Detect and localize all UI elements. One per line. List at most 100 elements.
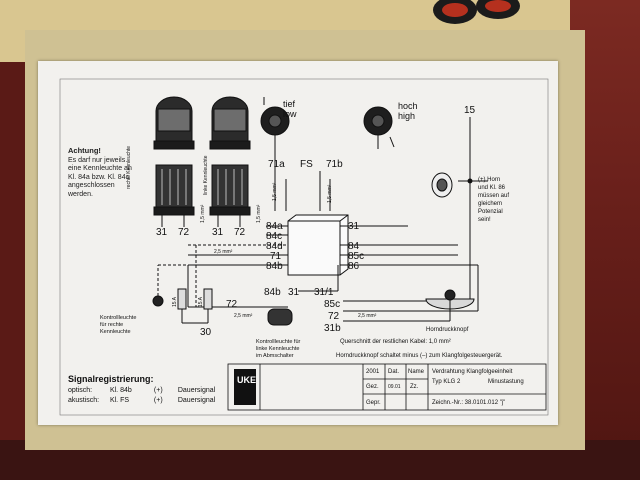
tb-name: Name (408, 369, 425, 375)
beacon-lamp-right-top (153, 96, 195, 150)
terminal-72-lower: 72 (328, 311, 340, 322)
fuse-label-2: 15 A (198, 296, 204, 307)
terminal-84c: 84c (266, 231, 282, 242)
lamp-terminal-1: 31 (156, 227, 168, 238)
terminal-85c-lower: 85c (324, 299, 340, 310)
beacon-lamp-left-top (209, 96, 251, 150)
terminal-72-left: 72 (226, 299, 238, 310)
terminal-71a: 71a (268, 159, 285, 170)
svg-text:UKE: UKE (237, 375, 256, 385)
terminal-31-1: 31/1 (314, 287, 334, 298)
lamp-label-right: rechte Kennleuchte (126, 146, 132, 189)
horn-low-label-en: low (283, 109, 297, 119)
ctrl-left-3: im Abmschalter (256, 353, 294, 359)
uke-logo: UKE (234, 369, 256, 405)
beacon-lamp-left-bottom (209, 164, 251, 216)
signal-type: Dauersignal (177, 387, 216, 394)
ctrl-right-2: für rechte (100, 322, 123, 328)
horn-note-3: müssen auf (478, 193, 509, 199)
switch-note: Horndruckknopf schaltet minus (–) zum Kl… (336, 353, 503, 359)
scissors-handle (433, 0, 520, 24)
terminal-86: 86 (348, 261, 360, 272)
lamp-terminal-3: 31 (212, 227, 224, 238)
horn-note-2: und Kl. 86 (478, 185, 506, 191)
terminal-84: 84 (348, 241, 360, 252)
wire-size-f: 2,5 mm² (234, 313, 253, 319)
terminal-84b: 84b (266, 261, 283, 272)
tb-title1: Verdrahtung Klangfolgeeinheit (432, 369, 513, 375)
tb-gez-sign: Zz. (410, 384, 419, 390)
horn-speaker (431, 172, 453, 198)
wire-size-g: 2,5 mm² (358, 313, 377, 319)
horn-low-label: tief (283, 99, 296, 109)
horn-note-6: sein! (478, 217, 491, 223)
terminal-85c: 85c (348, 251, 364, 262)
beacon-lamp-right-bottom (153, 164, 195, 216)
cross-section-note: Querschnitt der restlichen Kabel: 1,0 mm… (340, 339, 451, 345)
signal-type: Dauersignal (177, 397, 216, 404)
horn-note-1: (+) Horn (478, 177, 500, 183)
tb-gepr: Gepr. (366, 400, 381, 406)
title-block-frame (227, 363, 547, 411)
signal-kind: optisch: (68, 387, 93, 394)
warning-note: Achtung! Es darf nur jeweils eine Kennle… (68, 146, 132, 199)
wire-size-b: 1,5 mm² (327, 184, 333, 203)
signal-row-optical: optisch: Kl. 84b (+) Dauersignal (68, 387, 215, 394)
warning-title: Achtung! (68, 146, 101, 155)
wire-size-a: 1,5 mm² (272, 182, 278, 201)
control-lamp-right (152, 295, 164, 307)
signal-kind: akustisch: (68, 397, 100, 404)
horn-high-label-en: high (398, 111, 415, 121)
ctrl-left-2: linke Kennleuchte (256, 346, 299, 352)
signal-title: Signalregistrierung: (68, 374, 154, 384)
terminal-84d: 84d (266, 241, 283, 252)
warning-line-4: angeschlossen (68, 182, 115, 189)
terminal-15: 15 (464, 105, 476, 116)
lamp-terminal-4: 72 (234, 227, 246, 238)
horn-note-4: gleichem (478, 201, 502, 207)
fuse-label-1: 15 A (172, 296, 178, 307)
warning-line-5: werden. (68, 190, 93, 198)
control-lamp-left (267, 308, 293, 326)
signal-row-acoustic: akustisch: Kl. FS (+) Dauersignal (68, 397, 215, 404)
wire-size-c: 1,5 mm² (200, 204, 206, 223)
wiring-diagram-sheet: tief low hoch high 71a FS 71b 15 1,5 mm²… (38, 61, 558, 425)
terminal-31: 31 (348, 221, 360, 232)
terminal-30: 30 (200, 327, 212, 338)
tb-gez: Gez. (366, 384, 379, 390)
lamp-terminal-2: 72 (178, 227, 190, 238)
horn-high-label: hoch (398, 101, 418, 111)
tb-year: 2001 (366, 369, 380, 375)
fuse-1 (177, 288, 187, 310)
horn-low (260, 97, 290, 153)
tb-dat: Dat. (388, 369, 399, 375)
ctrl-left-1: Kontrollleuchte für (256, 339, 300, 345)
signal-pol: (+) (153, 397, 163, 404)
wire-size-d: 1,5 mm² (256, 204, 262, 223)
lamp-label-left: linke Kennleuchte (203, 155, 209, 195)
terminal-84b-lower: 84b (264, 287, 281, 298)
terminal-71b: 71b (326, 159, 343, 170)
terminal-fs: FS (300, 159, 313, 170)
warning-line-3: Kl. 84a bzw. Kl. 84c (68, 173, 130, 181)
signal-term: Kl. 84b (109, 387, 132, 394)
terminal-31b: 31b (324, 323, 341, 334)
wiring-diagram: tief low hoch high 71a FS 71b 15 1,5 mm²… (59, 78, 549, 416)
fuse-2 (203, 288, 213, 310)
terminal-31-lower: 31 (288, 287, 300, 298)
ctrl-right-3: Kennleuchte (100, 329, 131, 335)
terminal-71: 71 (270, 251, 282, 262)
horn-note-5: Potenzial (478, 209, 503, 215)
tb-title2b: Minustastung (488, 379, 524, 385)
control-unit (287, 214, 349, 276)
horn-high (363, 106, 395, 149)
warning-line-1: Es darf nur jeweils (68, 156, 126, 164)
ctrl-right-1: Kontrollleuchte (100, 315, 136, 321)
signal-term: Kl. FS (109, 397, 130, 404)
warning-line-2: eine Kennleuchte an (68, 165, 132, 172)
signal-pol: (+) (153, 387, 163, 394)
tb-drawing-no: Zeichn.-Nr.: 38.0101.012 "j" (432, 400, 505, 406)
wire-size-e: 2,5 mm² (214, 249, 233, 255)
terminal-84a: 84a (266, 221, 283, 232)
